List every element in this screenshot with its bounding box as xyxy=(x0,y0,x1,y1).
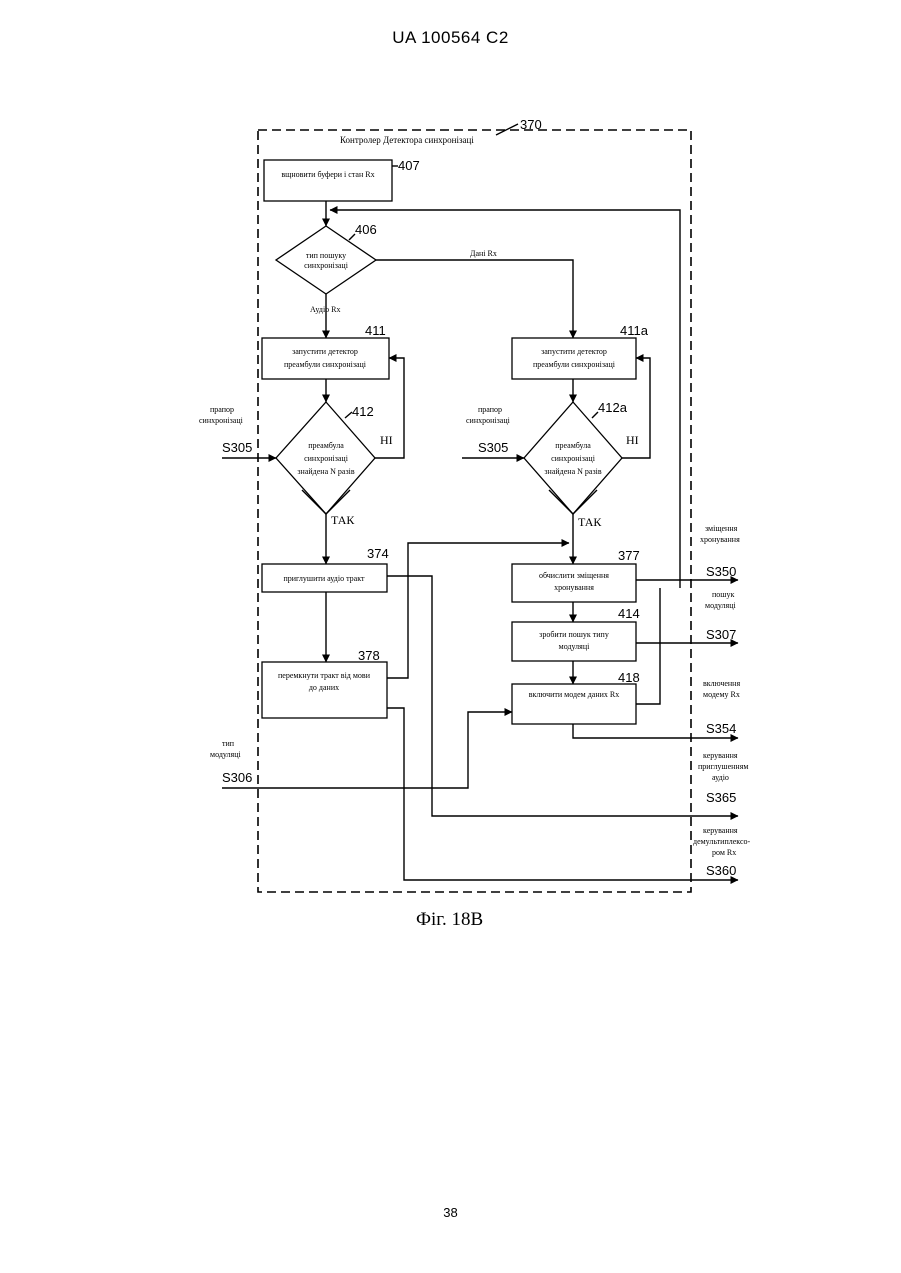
output-360-line3: ром Rx xyxy=(712,848,736,857)
output-354-signal: S354 xyxy=(706,721,736,736)
page-number: 38 xyxy=(0,1205,901,1220)
block-411 xyxy=(262,338,389,379)
output-307-line2: модуляці xyxy=(705,601,737,610)
block-377-line1: обчислити зміщення xyxy=(539,571,609,580)
output-350-signal: S350 xyxy=(706,564,736,579)
block-411a xyxy=(512,338,636,379)
block-411-ref: 411 xyxy=(365,323,386,338)
block-418-ref: 418 xyxy=(618,670,640,685)
output-307-signal: S307 xyxy=(706,627,736,642)
input-sync-flag-right-line2: синхронізаці xyxy=(466,416,511,425)
input-sync-flag-right-line1: прапор xyxy=(478,405,502,414)
label-no-left: НІ xyxy=(380,433,393,447)
input-sync-flag-left-signal: S305 xyxy=(222,440,252,455)
output-365-line3: аудіо xyxy=(712,773,729,782)
block-418-text: включити модем даних Rx xyxy=(529,690,619,699)
block-378-line2: до даних xyxy=(309,683,339,692)
block-378-ref: 378 xyxy=(358,648,380,663)
label-yes-left: ТАК xyxy=(331,513,355,527)
block-411a-ref: 411a xyxy=(620,323,649,338)
block-414-ref: 414 xyxy=(618,606,640,621)
decision-412a-line2: синхронізаці xyxy=(551,454,596,463)
block-411-line2: преамбули синхронізаці xyxy=(284,360,367,369)
input-mod-type-line1: тип xyxy=(222,739,235,748)
block-378-line1: перемкнути тракт від мови xyxy=(278,671,371,680)
decision-406-line2: синхронізаці xyxy=(304,261,349,270)
output-360-line1: керування xyxy=(703,826,738,835)
block-411a-line2: преамбули синхронізаці xyxy=(533,360,616,369)
block-374-ref: 374 xyxy=(367,546,389,561)
decision-412a-line1: преамбула xyxy=(555,441,591,450)
output-354-line2: модему Rx xyxy=(703,690,740,699)
output-350-line2: хронування xyxy=(700,535,740,544)
block-374-text: приглушити аудіо тракт xyxy=(283,574,365,583)
output-365-signal: S365 xyxy=(706,790,736,805)
decision-412-ref: 412 xyxy=(352,404,374,419)
label-yes-right: ТАК xyxy=(578,515,602,529)
frame-title: Контролер Детектора синхронізаці xyxy=(340,135,474,145)
output-354-line1: включення xyxy=(703,679,740,688)
output-365-line1: керування xyxy=(703,751,738,760)
input-mod-type-line2: модуляці xyxy=(210,750,242,759)
output-360-line2: демультиплексо- xyxy=(693,837,751,846)
decision-412a-line3: знайдена N разів xyxy=(544,467,601,476)
block-407 xyxy=(264,160,392,201)
input-sync-flag-left-line2: синхронізаці xyxy=(199,416,244,425)
frame-ref: 370 xyxy=(520,117,542,132)
decision-412-line3: знайдена N разів xyxy=(297,467,354,476)
decision-406-ref: 406 xyxy=(355,222,377,237)
output-360-signal: S360 xyxy=(706,863,736,878)
block-377-ref: 377 xyxy=(618,548,640,563)
output-350-line1: зміщення xyxy=(705,524,738,533)
block-411-line1: запустити детектор xyxy=(292,347,358,356)
block-411a-line1: запустити детектор xyxy=(541,347,607,356)
decision-412-line1: преамбула xyxy=(308,441,344,450)
block-407-ref: 407 xyxy=(398,158,420,173)
output-365-line2: приглушенням xyxy=(698,762,748,771)
label-audio-rx: Аудіо Rx xyxy=(310,305,341,314)
figure-caption: Фіг. 18B xyxy=(416,909,483,930)
block-377-line2: хронування xyxy=(554,583,594,592)
decision-412-line2: синхронізаці xyxy=(304,454,349,463)
input-sync-flag-left-line1: прапор xyxy=(210,405,234,414)
decision-406-line1: тип пошуку xyxy=(306,251,346,260)
output-307-line1: пошук xyxy=(712,590,734,599)
block-414-line2: модуляці xyxy=(559,642,591,651)
label-data-rx: Дані Rx xyxy=(470,249,497,258)
block-407-text: вщновити буфери і стан Rx xyxy=(281,170,374,179)
input-mod-type-signal: S306 xyxy=(222,770,252,785)
input-sync-flag-right-signal: S305 xyxy=(478,440,508,455)
block-414-line1: зробити пошук типу xyxy=(539,630,609,639)
decision-412a-ref: 412a xyxy=(598,400,628,415)
label-no-right: НІ xyxy=(626,433,639,447)
